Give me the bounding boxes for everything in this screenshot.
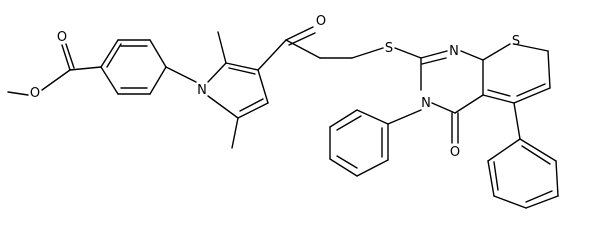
pyrrole-nitrogen-label: N xyxy=(197,83,207,98)
pyrimidinone-oxygen-label: O xyxy=(450,145,460,160)
bond-layer xyxy=(7,26,559,209)
pyrimidine-nitrogen-label: N xyxy=(449,44,459,59)
thiophene-sulfur-label: S xyxy=(512,34,520,49)
molecule-canvas: O O N O S N N S O xyxy=(7,14,559,209)
ketone-oxygen-label: O xyxy=(316,14,326,29)
ester-ether-oxygen-label: O xyxy=(30,86,40,101)
ester-carbonyl-oxygen-label: O xyxy=(57,30,67,45)
structure-diagram: O O N O S N N S O xyxy=(7,14,559,209)
phenyl-nitrogen-label: N xyxy=(421,96,431,111)
atom-label-layer: O O N O S N N S O xyxy=(30,14,520,160)
thioether-sulfur-label: S xyxy=(385,41,393,56)
